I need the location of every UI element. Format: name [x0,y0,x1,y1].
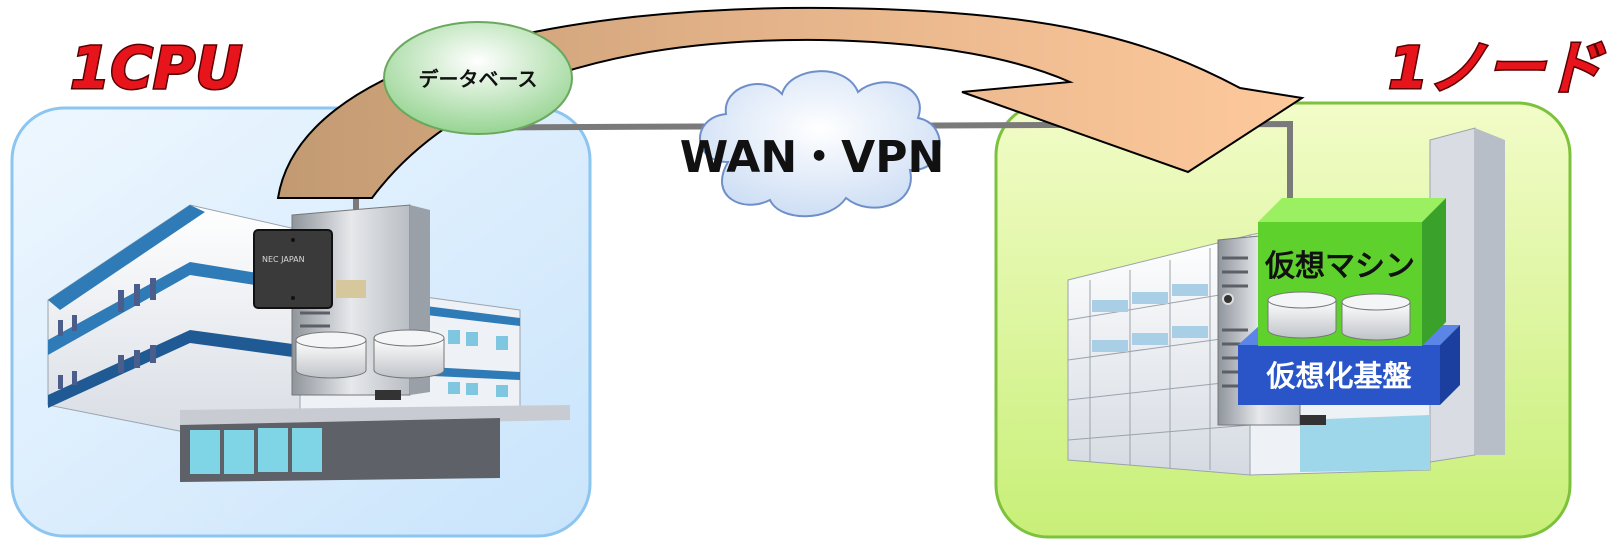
database-label: データベース [419,67,538,91]
chip-label: NEC JAPAN [262,255,305,264]
virtual-machine-label: 仮想マシン [1264,249,1415,284]
left-site-title: 1CPU [70,34,243,102]
right-site-title: 1ノード [1388,34,1605,102]
right-disks [1267,291,1411,341]
left-disks [295,329,445,379]
database-bubble: データベース [383,21,573,135]
cpu-chip: NEC JAPAN [253,229,333,309]
wan-vpn-label: WAN・VPN [680,132,945,183]
wan-cloud: WAN・VPN [680,70,945,218]
virtualization-platform-label: 仮想化基盤 [1265,359,1412,393]
